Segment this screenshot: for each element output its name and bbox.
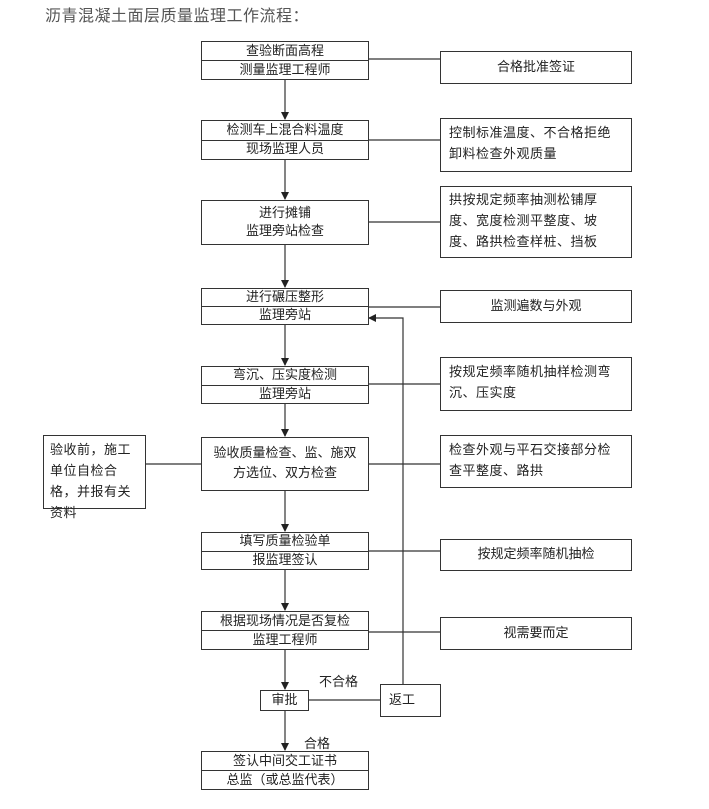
step-4-responsible: 监理旁站 [202,306,368,324]
final-responsible: 总监（或总监代表） [202,770,368,789]
note-6-text: 检查外观与平石交接部分检查平整度、路拱 [449,443,612,479]
step-5-action: 弯沉、压实度检测 [232,368,337,384]
final-action: 签认中间交工证书 [232,753,337,769]
note-box-1: 合格批准签证 [440,51,632,84]
step-2-responsible: 现场监理人员 [202,139,368,160]
note-5-text: 按规定频率随机抽样检测弯沉、压实度 [449,365,612,401]
step-1-action: 查验断面高程 [245,43,324,59]
step-7-responsible: 报监理签认 [202,550,368,570]
note-box-4: 监测遍数与外观 [440,290,632,323]
note-1-text: 合格批准签证 [496,59,575,75]
approval-label: 审批 [271,692,298,708]
arrow-rework-return [368,314,404,684]
approval-box: 审批 [260,690,309,711]
left-note-6-text: 验收前，施工单位自检合格，并报有关资料 [50,443,132,521]
note-4-text: 监测遍数与外观 [490,298,582,314]
left-note-box-6: 验收前，施工单位自检合格，并报有关资料 [43,435,146,521]
page-title: 沥青混凝土面层质量监理工作流程： [45,6,310,25]
step-1-responsible: 测量监理工程师 [202,60,368,79]
step-8-action: 根据现场情况是否复检 [219,613,350,629]
step-5-responsible: 监理旁站 [202,384,368,404]
step-6-action-cont: 方选位、双方检查 [232,466,337,481]
note-box-8: 视需要而定 [440,617,632,650]
step-2-action: 检测车上混合料温度 [226,122,344,138]
note-box-3: 拱按规定频率抽测松铺厚度、宽度检测平整度、坡度、路拱检查样桩、挡板 [440,186,632,258]
step-3-action: 进行摊铺 [258,205,311,221]
step-box-5: 弯沉、压实度检测 监理旁站 [201,366,369,404]
note-7-text: 按规定频率随机抽检 [477,547,595,563]
rework-box: 返工 [380,684,441,717]
note-8-text: 视需要而定 [503,625,569,641]
note-box-6: 检查外观与平石交接部分检查平整度、路拱 [440,435,632,488]
fail-label: 不合格 [319,675,359,690]
step-box-7: 填写质量检验单 报监理签认 [201,532,369,570]
step-7-action: 填写质量检验单 [239,534,331,550]
step-box-2: 检测车上混合料温度 现场监理人员 [201,120,369,160]
rework-label: 返工 [389,692,416,708]
step-box-3: 进行摊铺 监理旁站检查 [201,200,369,245]
step-3-responsible: 监理旁站检查 [245,223,324,239]
step-8-responsible: 监理工程师 [202,630,368,649]
note-3-text: 拱按规定频率抽测松铺厚度、宽度检测平整度、坡度、路拱检查样桩、挡板 [449,193,598,250]
step-4-action: 进行碾压整形 [245,290,324,305]
step-box-1: 查验断面高程 测量监理工程师 [201,41,369,80]
note-box-5: 按规定频率随机抽样检测弯沉、压实度 [440,357,632,411]
final-box: 签认中间交工证书 总监（或总监代表） [201,751,369,790]
note-box-2: 控制标准温度、不合格拒绝卸料检查外观质量 [440,118,632,172]
note-2-text: 控制标准温度、不合格拒绝卸料检查外观质量 [449,126,612,162]
pass-label: 合格 [304,737,331,752]
step-6-action: 验收质量检查、监、施双 [213,446,357,461]
step-box-6: 验收质量检查、监、施双 方选位、双方检查 [201,437,369,491]
step-box-4: 进行碾压整形 监理旁站 [201,288,369,325]
step-box-8: 根据现场情况是否复检 监理工程师 [201,611,369,650]
note-box-7: 按规定频率随机抽检 [440,539,632,571]
